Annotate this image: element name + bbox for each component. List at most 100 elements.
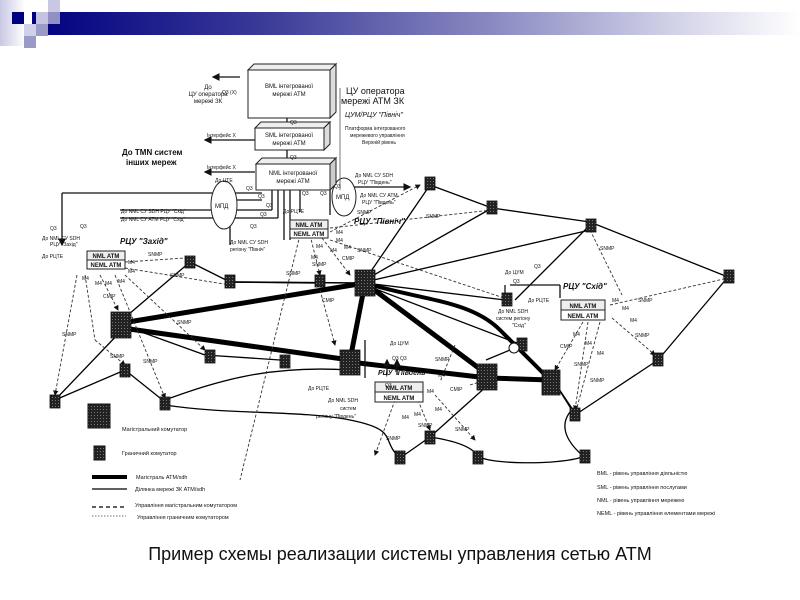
- edge-switch: [585, 218, 597, 233]
- link-label: РЦУ "Захід": [50, 242, 78, 248]
- cmip-label: CMIP: [322, 298, 335, 304]
- q3-label: Q3: [513, 279, 520, 285]
- m4-label: M4: [414, 412, 421, 418]
- m4-label: M4: [118, 279, 125, 285]
- nml-atm-label: NML ATM: [570, 304, 597, 310]
- m4-label: M4: [573, 332, 580, 338]
- region-title: РЦУ "Захід": [120, 237, 168, 246]
- bml-box-label: мережі АТМ: [272, 92, 305, 98]
- link-label: РЦУ "Південь": [362, 200, 396, 206]
- header-gradient-bar: [32, 12, 800, 35]
- to-operator-label: ЦУ оператора: [188, 92, 228, 98]
- m4-label: M4: [344, 245, 351, 251]
- link-label: До NML СУ SDH РЦУ "Схід": [121, 209, 186, 215]
- region-west: NML ATM NEML ATM РЦУ "Захід" До NML СУ S…: [42, 236, 168, 270]
- link-label: До NML SDH: [328, 398, 358, 404]
- neml-atm-label: NEML ATM: [384, 396, 415, 402]
- m4-label: M4: [82, 276, 89, 282]
- tmn-label: інших мереж: [126, 158, 177, 167]
- edge-switch: [159, 396, 171, 411]
- platform-desc: Верхній рівень: [362, 139, 396, 146]
- switches: [49, 176, 735, 465]
- edge-switch: [569, 407, 581, 422]
- region-east: NML ATM NEML ATM РЦУ "Схід" До ЦУМ До РЦ…: [496, 270, 607, 329]
- legend-label: Ділянка мережі ЗК АТМ/sdh: [135, 487, 205, 493]
- nml-atm-label: NML ATM: [296, 223, 323, 229]
- interface-x-label: Інтерфейс Х: [207, 132, 237, 139]
- platform-title: ЦУ оператора: [346, 86, 405, 96]
- m4-label: M4: [435, 407, 442, 413]
- nml-box-label: NML інтегрованої: [269, 171, 318, 177]
- snmp-label: SNMP: [435, 357, 450, 363]
- nml-atm-label: NML ATM: [386, 386, 413, 392]
- link-label: До ЦУМ: [505, 270, 524, 276]
- backbone-link: [121, 280, 366, 326]
- edge-switch: [184, 255, 196, 269]
- cmip-label: CMIP: [103, 294, 116, 300]
- q3-label: Q3: [302, 191, 309, 197]
- q3-label: Q3: [50, 226, 57, 232]
- slide-caption: Пример схемы реализации системы управлен…: [148, 544, 652, 564]
- link-label: До NML СУ ATM РЦУ "Схід": [121, 217, 185, 223]
- legend-label: Магістральний комутатор: [122, 426, 187, 433]
- edge-switch: [204, 349, 216, 364]
- to-operator-label: мережі ЗК: [194, 99, 223, 105]
- backbone-switch: [476, 363, 498, 391]
- mpd-ellipse: [331, 177, 357, 217]
- snmp-label: SNMP: [357, 210, 372, 216]
- backbone-links: [121, 280, 552, 383]
- nml-box-label: мережі АТМ: [276, 179, 309, 185]
- backbone-switch: [354, 269, 376, 297]
- tmn-label: До TMN систем: [122, 148, 183, 157]
- link-label: До РЦТЕ: [528, 298, 550, 304]
- snmp-label: SNMP: [386, 436, 401, 442]
- snmp-label: SNMP: [418, 423, 433, 429]
- snmp-label: SNMP: [286, 271, 301, 277]
- region-north: NML ATM NEML ATM РЦУ "Північ" До РЦТЕ До…: [230, 209, 405, 253]
- backbone-link: [349, 359, 489, 381]
- edge-switch: [279, 354, 291, 369]
- m4-label: M4: [95, 281, 102, 287]
- edge-switch-icon: [93, 445, 106, 461]
- q3-label: Q3: [392, 356, 399, 362]
- backbone-link: [487, 375, 551, 383]
- edge-switch: [424, 430, 436, 445]
- m4-label: M4: [128, 269, 135, 275]
- bml-box: BML інтегрованої мережі АТМ: [246, 62, 338, 120]
- link-label: До РЦТЕ: [308, 386, 330, 392]
- q3-label: Q3: [320, 191, 327, 197]
- decor-square: [36, 24, 48, 36]
- m4-label: M4: [597, 351, 604, 357]
- backbone-switch: [339, 349, 361, 376]
- sml-box-label: мережі АТМ: [272, 141, 305, 147]
- mpd-label: МПД: [215, 204, 228, 210]
- region-title: РЦУ "Схід": [563, 282, 607, 291]
- snmp-label: SNMP: [170, 273, 185, 279]
- legend: Магістральний комутатор Граничний комута…: [87, 403, 237, 521]
- decor-square: [24, 24, 36, 36]
- link-label: До NML СУ SDH: [355, 173, 393, 179]
- edge-switch: [224, 274, 236, 289]
- m4-label: M4: [585, 341, 592, 347]
- backbone-link: [229, 281, 321, 284]
- neml-atm-label: NEML ATM: [294, 232, 325, 238]
- q3-label: Q3: [290, 155, 297, 161]
- edge-switch: [501, 292, 513, 307]
- snmp-label: SNMP: [638, 298, 653, 304]
- q3-label: Q3: [80, 224, 87, 230]
- decor-square: [36, 12, 48, 24]
- edge-switch: [472, 450, 484, 465]
- q3-label: Q3: [260, 212, 267, 218]
- snmp-label: SNMP: [600, 246, 615, 252]
- snmp-label: SNMP: [177, 320, 192, 326]
- q3-label: Q3: [400, 356, 407, 362]
- q3x-label: Q3 (X): [222, 90, 237, 96]
- legend-label: Управління граничним комутатором: [137, 515, 229, 521]
- backbone-switch: [541, 369, 561, 396]
- q3-label: Q3: [246, 186, 253, 192]
- m4-label: M4: [630, 318, 637, 324]
- snmp-label: SNMP: [148, 252, 163, 258]
- q3-label: Q3: [250, 224, 257, 230]
- q3-label: Q3: [290, 120, 297, 126]
- backbone-switch: [110, 311, 132, 339]
